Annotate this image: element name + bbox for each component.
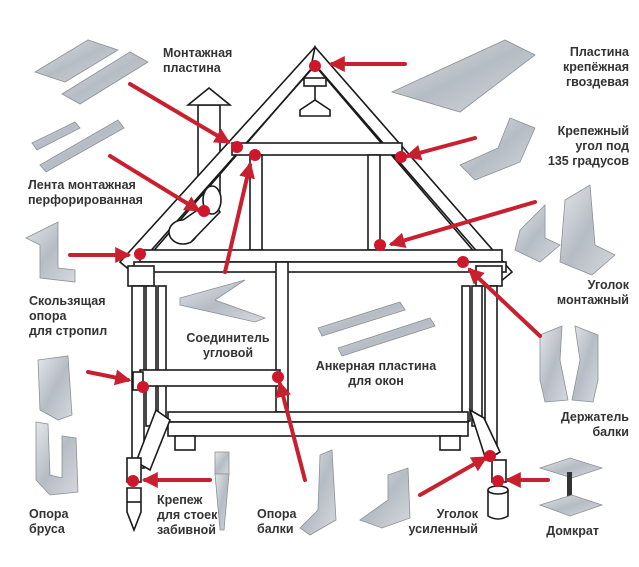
house-frame xyxy=(118,45,514,533)
timber-support-image xyxy=(35,355,79,496)
jack-image xyxy=(538,457,604,517)
attic-post-right xyxy=(367,154,381,251)
dot-window-right xyxy=(272,371,284,383)
label-line: Монтажная xyxy=(163,46,233,60)
label-line: Скользящая xyxy=(29,294,106,308)
label-line: Пластина xyxy=(569,45,629,59)
dot-collar-right xyxy=(395,151,407,163)
dot-post-bottom-right xyxy=(374,239,386,251)
mounting-corner-image xyxy=(514,184,616,276)
label-line: пластина xyxy=(163,61,221,75)
dot-tape xyxy=(198,205,210,217)
label-line: крепёжная xyxy=(562,60,629,74)
beam-holder-image xyxy=(539,325,599,403)
dot-window-left xyxy=(137,381,149,393)
label-line: Опора xyxy=(257,507,297,521)
label-line: Лента монтажная xyxy=(28,178,136,192)
dot-jack xyxy=(492,475,504,487)
label-line: бруса xyxy=(29,522,65,536)
label-line: перфорированная xyxy=(28,193,143,207)
attic-post-left xyxy=(249,154,263,251)
label-jack: Домкрат xyxy=(546,524,599,539)
nail-plate-image xyxy=(390,39,536,113)
label-line: угловой xyxy=(202,346,254,360)
arrow-mounting-plate xyxy=(128,82,231,144)
perforated-tape-image xyxy=(31,119,125,173)
reinforced-corner-image xyxy=(359,467,411,529)
label-line: опора xyxy=(29,309,67,323)
label-line: забивной xyxy=(157,523,216,537)
dot-post-top-left xyxy=(249,149,261,161)
label-line: балки xyxy=(257,522,294,536)
rafter-left xyxy=(118,45,319,274)
window-beam xyxy=(139,369,281,387)
dot-ridge xyxy=(309,60,321,72)
arrow-reinforced-corner xyxy=(418,456,488,497)
label-line: Крепежный xyxy=(557,124,629,138)
dot-plate-right xyxy=(457,256,469,268)
label-line: гвоздевая xyxy=(565,75,629,89)
label-line: угол под xyxy=(575,139,629,153)
label-line: Уголок xyxy=(436,507,478,521)
beam-support-image xyxy=(299,449,337,536)
label-line: монтажный xyxy=(556,293,629,307)
label-line: Опора xyxy=(29,507,69,521)
angle-135-image xyxy=(459,117,536,181)
label-line: для стоек xyxy=(157,508,218,522)
floor-beam xyxy=(167,411,469,423)
arrow-timber-support xyxy=(86,369,132,386)
arrow-perforated-tape xyxy=(108,154,201,212)
arrow-beam-support xyxy=(275,380,307,482)
attic-floor-beam xyxy=(139,249,503,263)
label-line: для окон xyxy=(348,374,404,388)
dot-eave-left xyxy=(134,248,146,260)
dot-corner-bottom xyxy=(484,450,496,462)
label-line: Анкерная пластина xyxy=(315,359,437,373)
post-spike-image xyxy=(214,451,230,531)
label-line: 135 градусов xyxy=(547,154,629,168)
label-line: Держатель xyxy=(560,410,629,424)
label-line: Крепеж xyxy=(157,493,203,507)
mounting-plate-image xyxy=(34,39,149,105)
insulation-roll xyxy=(168,185,222,245)
arrow-beam-holder xyxy=(467,267,542,338)
sliding-support-image xyxy=(25,221,76,283)
label-line: усиленный xyxy=(408,522,478,536)
arrow-corner-connector xyxy=(223,161,255,274)
pointer-arrows xyxy=(68,56,550,497)
dot-spike xyxy=(127,475,139,487)
label-line: балки xyxy=(592,425,629,439)
arrow-mounting-corner xyxy=(388,200,537,249)
label-line: Уголок xyxy=(587,278,629,292)
label-line: Домкрат xyxy=(546,524,599,538)
label-line: Соединитель xyxy=(186,331,270,345)
arrow-angle-135 xyxy=(404,136,477,161)
window-anchor-image xyxy=(317,301,436,357)
connection-points xyxy=(127,60,504,487)
dot-collar-left xyxy=(231,141,243,153)
label-line: для стропил xyxy=(29,324,108,338)
corner-connector-image xyxy=(179,279,267,323)
